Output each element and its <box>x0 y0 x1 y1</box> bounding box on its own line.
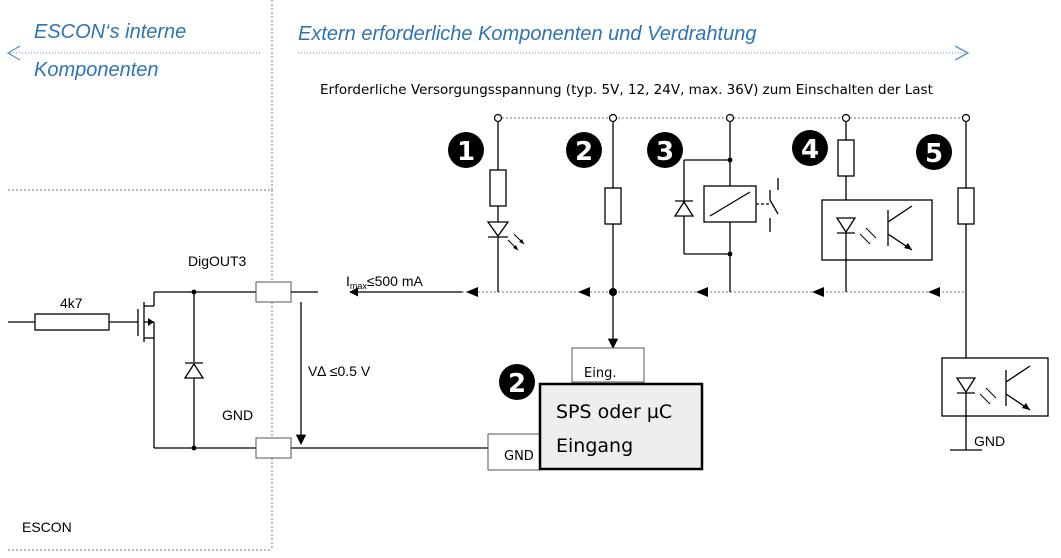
imax-label: Imax≤500 mA <box>346 273 424 291</box>
badge-2: 2 <box>566 132 602 168</box>
plc-input-block: Eing. GND SPS oder µC Eingang <box>291 347 704 471</box>
svg-text:5: 5 <box>925 139 943 169</box>
digout3-connector <box>255 281 292 303</box>
eing-connector <box>571 347 645 383</box>
resistor-4k7 <box>34 313 110 331</box>
load-pullup <box>604 122 622 350</box>
load-optocoupler-resistor: GND <box>941 122 1049 451</box>
badge-plc: 2 <box>499 364 535 400</box>
svg-text:4: 4 <box>801 135 819 165</box>
gnd-label-right: GND <box>974 433 1005 449</box>
gnd-connector <box>255 437 292 459</box>
gnd-box-label: GND <box>504 449 534 464</box>
badge-4: 4 <box>792 130 828 166</box>
terminal-5 <box>961 113 971 123</box>
external-title: Extern erforderliche Komponenten und Ver… <box>298 23 756 45</box>
load-led <box>486 122 525 292</box>
gnd-label-left: GND <box>222 407 253 423</box>
badge-3: 3 <box>647 132 683 168</box>
svg-text:3: 3 <box>656 137 674 167</box>
terminal-1 <box>493 113 503 123</box>
terminal-4 <box>841 113 851 123</box>
internal-title-line2: Komponenten <box>34 59 159 81</box>
load-relay <box>673 122 779 292</box>
plc-box <box>538 382 704 471</box>
svg-text:1: 1 <box>457 137 475 167</box>
terminal-2 <box>608 113 618 123</box>
digout3-label: DigOUT3 <box>188 253 247 269</box>
resistor-label: 4k7 <box>60 295 83 311</box>
plc-box-line2: Eingang <box>556 435 633 457</box>
svg-text:2: 2 <box>508 369 526 399</box>
terminal-3 <box>725 113 735 123</box>
escon-boundary: ESCON <box>8 189 273 551</box>
supply-rail <box>493 113 971 123</box>
badge-1: 1 <box>448 132 484 168</box>
supply-note: Erforderliche Versorgungsspannung (typ. … <box>320 82 933 98</box>
vdelta-label: V∆ ≤0.5 V <box>308 363 371 379</box>
load-optocoupler <box>821 122 933 292</box>
eing-label: Eing. <box>584 366 616 381</box>
escon-internal-circuit: 4k7 DigOUT3 GND <box>8 253 292 459</box>
header-region: ESCON‘s interne Komponenten Extern erfor… <box>6 0 970 190</box>
badge-5: 5 <box>916 134 952 170</box>
internal-title-line1: ESCON‘s interne <box>34 21 186 43</box>
escon-label: ESCON <box>22 519 72 535</box>
svg-text:2: 2 <box>575 137 593 167</box>
plc-box-line1: SPS oder µC <box>556 401 672 423</box>
return-line <box>462 287 966 297</box>
current-voltage-annotation: Imax≤500 mA V∆ ≤0.5 V <box>291 273 462 446</box>
